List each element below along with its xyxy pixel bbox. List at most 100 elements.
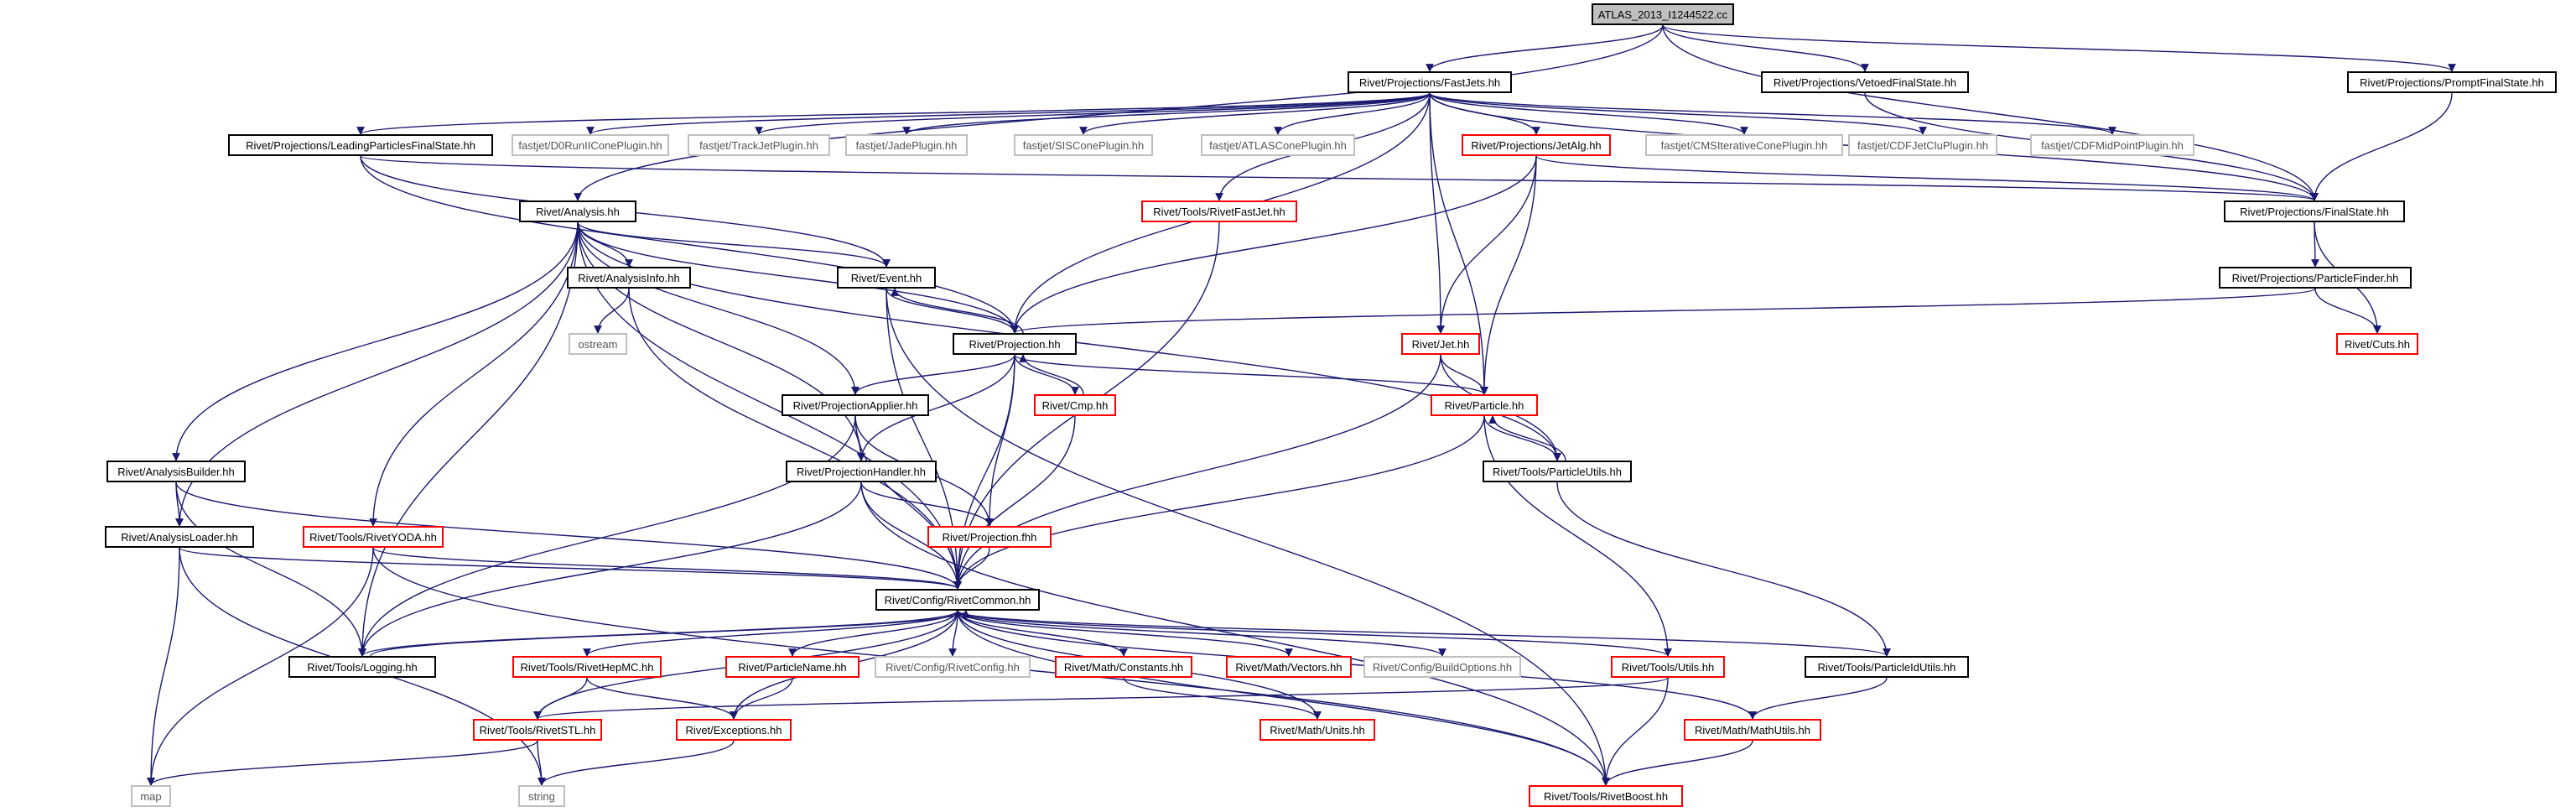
edge-rivetcommon-to-vectors xyxy=(957,610,1293,657)
node-exceptions[interactable]: Rivet/Exceptions.hh xyxy=(676,719,792,741)
edge-rivetcommon-to-buildoptions xyxy=(957,610,1446,657)
edge-analysisbuilder-to-rivetcommon xyxy=(175,481,962,590)
node-constants[interactable]: Rivet/Math/Constants.hh xyxy=(1055,656,1192,678)
edge-rivetstl-to-string xyxy=(537,740,546,786)
node-rivetconfig: Rivet/Config/RivetConfig.hh xyxy=(875,656,1031,678)
node-projfhh[interactable]: Rivet/Projection.fhh xyxy=(927,526,1052,548)
edge-rivetcommon-to-constants xyxy=(957,610,1128,657)
edge-particlename-to-exceptions xyxy=(730,677,793,720)
node-analysisloader[interactable]: Rivet/AnalysisLoader.hh xyxy=(105,526,254,548)
node-rivetyoda[interactable]: Rivet/Tools/RivetYODA.hh xyxy=(303,526,444,548)
node-atlascone: fastjet/ATLASConePlugin.hh xyxy=(1201,134,1355,156)
node-jetalg[interactable]: Rivet/Projections/JetAlg.hh xyxy=(1462,134,1611,156)
edge-analysisloader-to-rivetcommon xyxy=(179,547,962,590)
edge-analysis-to-projapplier xyxy=(577,221,860,395)
node-pidutils[interactable]: Rivet/Tools/ParticleIdUtils.hh xyxy=(1805,656,1969,678)
edge-jet-to-rivetcommon xyxy=(953,354,1441,590)
edge-rivetcommon-to-mathutils xyxy=(957,610,1757,720)
edge-fastjets-to-particle xyxy=(1429,92,1488,395)
node-logging[interactable]: Rivet/Tools/Logging.hh xyxy=(288,656,436,678)
edge-root-to-finalstate xyxy=(1662,24,2319,201)
edge-prompt-to-finalstate xyxy=(2310,92,2453,201)
node-buildoptions: Rivet/Config/BuildOptions.hh xyxy=(1363,656,1521,678)
edge-analysis-to-analysisbuilder xyxy=(172,221,579,461)
node-utils[interactable]: Rivet/Tools/Utils.hh xyxy=(1611,656,1725,678)
edge-analysis-to-rivetyoda xyxy=(369,221,579,527)
edge-rivetcommon-to-pidutils xyxy=(957,610,1891,657)
edge-analysis-to-rivetcommon xyxy=(577,221,962,590)
edge-fastjets-to-cdfclu xyxy=(1429,92,1927,135)
edge-fastjets-to-trackjet xyxy=(755,92,1431,135)
node-vectors[interactable]: Rivet/Math/Vectors.hh xyxy=(1226,656,1352,678)
edge-analysisinfo-to-ostream xyxy=(594,288,630,334)
edge-particle-to-rivetcommon xyxy=(953,415,1485,590)
edge-rivetcommon-to-particlename xyxy=(788,610,958,657)
node-cuts[interactable]: Rivet/Cuts.hh xyxy=(2336,333,2418,355)
edge-rivetstl-to-map xyxy=(147,740,538,786)
node-partfinder[interactable]: Rivet/Projections/ParticleFinder.hh xyxy=(2219,267,2412,289)
edge-analysis-to-projection xyxy=(577,221,1019,334)
edge-mathutils-to-boost xyxy=(1602,740,1753,786)
node-rivetfastjet[interactable]: Rivet/Tools/RivetFastJet.hh xyxy=(1141,200,1297,222)
edge-projhandler-to-projfhh xyxy=(860,481,994,527)
edge-rivetyoda-to-map xyxy=(147,547,374,786)
node-rivetcommon[interactable]: Rivet/Config/RivetCommon.hh xyxy=(875,589,1040,611)
edge-rivetcommon-to-hepmc xyxy=(583,610,958,657)
node-analysis[interactable]: Rivet/Analysis.hh xyxy=(519,200,636,222)
node-particleutils[interactable]: Rivet/Tools/ParticleUtils.hh xyxy=(1483,461,1632,482)
node-rivetstl[interactable]: Rivet/Tools/RivetSTL.hh xyxy=(473,719,602,741)
node-projapplier[interactable]: Rivet/ProjectionApplier.hh xyxy=(782,394,929,416)
edge-fastjets-to-cmsit xyxy=(1429,92,1748,135)
node-map: map xyxy=(131,785,171,807)
node-projection[interactable]: Rivet/Projection.hh xyxy=(953,333,1077,355)
node-prompt[interactable]: Rivet/Projections/PromptFinalState.hh xyxy=(2347,71,2557,93)
node-units[interactable]: Rivet/Math/Units.hh xyxy=(1259,719,1375,741)
edge-projhandler-to-boost xyxy=(860,481,1610,786)
edge-partfinder-to-projection xyxy=(1010,288,2316,334)
edge-projection-to-projfhh xyxy=(985,354,1015,527)
edge-leading-to-projection xyxy=(360,155,1019,334)
node-particle[interactable]: Rivet/Particle.hh xyxy=(1431,394,1538,416)
edge-particle-to-particleutils xyxy=(1483,415,1561,461)
edge-event-to-boost xyxy=(886,288,1610,786)
edge-jet-to-particle xyxy=(1440,354,1488,395)
edge-fastjets-to-siscone xyxy=(1079,92,1431,135)
edge-particleutils-to-particle xyxy=(1488,415,1566,461)
node-leading[interactable]: Rivet/Projections/LeadingParticlesFinalS… xyxy=(228,134,493,156)
node-analysisbuilder[interactable]: Rivet/AnalysisBuilder.hh xyxy=(106,461,246,482)
edge-projection-to-cmp xyxy=(1014,354,1079,395)
node-projhandler[interactable]: Rivet/ProjectionHandler.hh xyxy=(786,461,937,482)
edge-root-to-prompt xyxy=(1662,24,2456,72)
node-analysisinfo[interactable]: Rivet/AnalysisInfo.hh xyxy=(567,267,691,289)
node-cdfclu: fastjet/CDFJetCluPlugin.hh xyxy=(1848,134,1997,156)
edge-root-to-fastjets xyxy=(1426,24,1664,72)
edge-cmp-to-rivetcommon xyxy=(953,415,1076,590)
edge-projection-to-event xyxy=(891,288,1024,334)
edge-fastjets-to-jet xyxy=(1429,92,1445,334)
node-ostream: ostream xyxy=(569,333,627,355)
node-mathutils[interactable]: Rivet/Math/MathUtils.hh xyxy=(1684,719,1821,741)
node-jet[interactable]: Rivet/Jet.hh xyxy=(1401,333,1480,355)
edge-rivetcommon-to-boost xyxy=(957,610,1610,786)
node-hepmc[interactable]: Rivet/Tools/RivetHepMC.hh xyxy=(512,656,662,678)
edge-hepmc-to-exceptions xyxy=(586,677,738,720)
node-particlename[interactable]: Rivet/ParticleName.hh xyxy=(725,656,860,678)
edge-jetalg-to-jet xyxy=(1436,155,1537,334)
node-finalstate[interactable]: Rivet/Projections/FinalState.hh xyxy=(2224,200,2405,222)
edge-analysis-to-event xyxy=(577,221,891,268)
node-vetoed[interactable]: Rivet/Projections/VetoedFinalState.hh xyxy=(1761,71,1969,93)
node-cmp[interactable]: Rivet/Cmp.hh xyxy=(1034,394,1116,416)
edge-jetalg-to-projection xyxy=(1010,155,1537,334)
node-fastjets[interactable]: Rivet/Projections/FastJets.hh xyxy=(1348,71,1512,93)
edge-analysisbuilder-to-logging xyxy=(175,481,366,657)
edge-fastjets-to-leading xyxy=(356,92,1431,135)
node-string: string xyxy=(518,785,565,807)
node-event[interactable]: Rivet/Event.hh xyxy=(837,267,936,289)
edge-fastjets-to-cdfmid xyxy=(1429,92,2116,135)
node-siscone: fastjet/SISConePlugin.hh xyxy=(1014,134,1153,156)
edge-projection-to-particle xyxy=(1014,354,1488,395)
edge-projection-to-projapplier xyxy=(851,354,1015,395)
node-boost[interactable]: Rivet/Tools/RivetBoost.hh xyxy=(1529,785,1683,807)
node-root[interactable]: ATLAS_2013_I1244522.cc xyxy=(1592,3,1734,25)
